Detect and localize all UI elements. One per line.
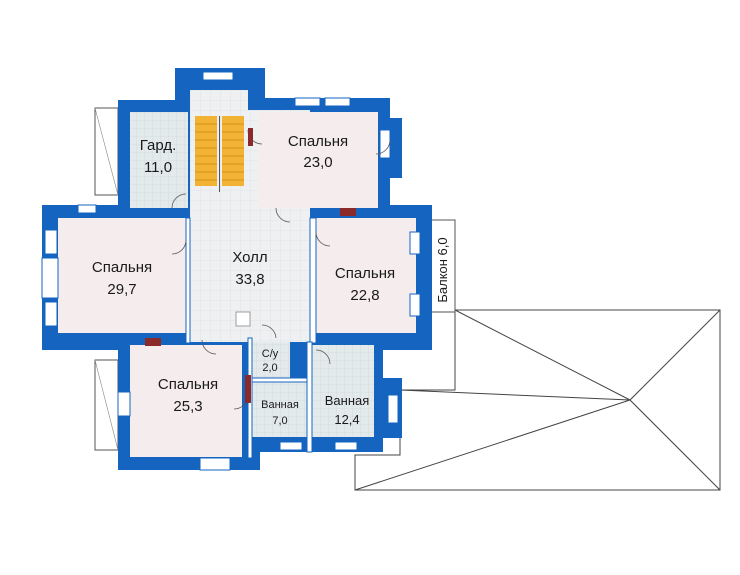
balcony-left-top <box>94 107 119 196</box>
bath2-floor <box>312 345 374 437</box>
hall-area: 33,8 <box>235 271 264 288</box>
wardrobe-floor <box>130 112 188 208</box>
bedroom3-floor <box>316 218 416 333</box>
bedroom2-area: 29,7 <box>107 281 136 298</box>
bedroom4-area: 25,3 <box>173 398 202 415</box>
wc-area: 2,0 <box>262 362 277 374</box>
bedroom2-floor <box>58 218 186 333</box>
bedroom3-name: Спальня <box>335 265 395 282</box>
windows <box>41 71 421 471</box>
hall-niche <box>235 311 251 327</box>
stair-landing <box>190 90 248 110</box>
wardrobe-name: Гард. <box>140 137 177 154</box>
wardrobe-area: 11,0 <box>144 159 172 176</box>
bedroom1-area: 23,0 <box>303 154 332 171</box>
wc-floor <box>252 342 290 378</box>
bath1-area: 7,0 <box>272 415 287 427</box>
bedroom3-area: 22,8 <box>350 287 379 304</box>
bath1-name: Ванная <box>261 399 299 411</box>
bedroom4-name: Спальня <box>158 376 218 393</box>
hall-name: Холл <box>232 249 267 266</box>
chimneys <box>145 128 356 403</box>
stairs <box>195 116 244 192</box>
bedroom1-name: Спальня <box>288 133 348 150</box>
bedroom2-name: Спальня <box>92 259 152 276</box>
bath2-name: Ванная <box>325 393 370 408</box>
doors <box>171 129 391 410</box>
bath1-floor <box>252 382 307 437</box>
bedroom4-floor <box>130 345 242 457</box>
wc-name: С/у <box>262 348 279 360</box>
balcony-label: Балкон 6,0 <box>435 237 450 302</box>
roof-outline <box>354 309 721 491</box>
bath2-area: 12,4 <box>334 412 359 427</box>
balcony-left-bottom <box>94 359 119 451</box>
room-labels: Гард. 11,0 Спальня 23,0 Спальня 29,7 Хол… <box>92 133 395 427</box>
bedroom1-floor <box>258 112 378 208</box>
